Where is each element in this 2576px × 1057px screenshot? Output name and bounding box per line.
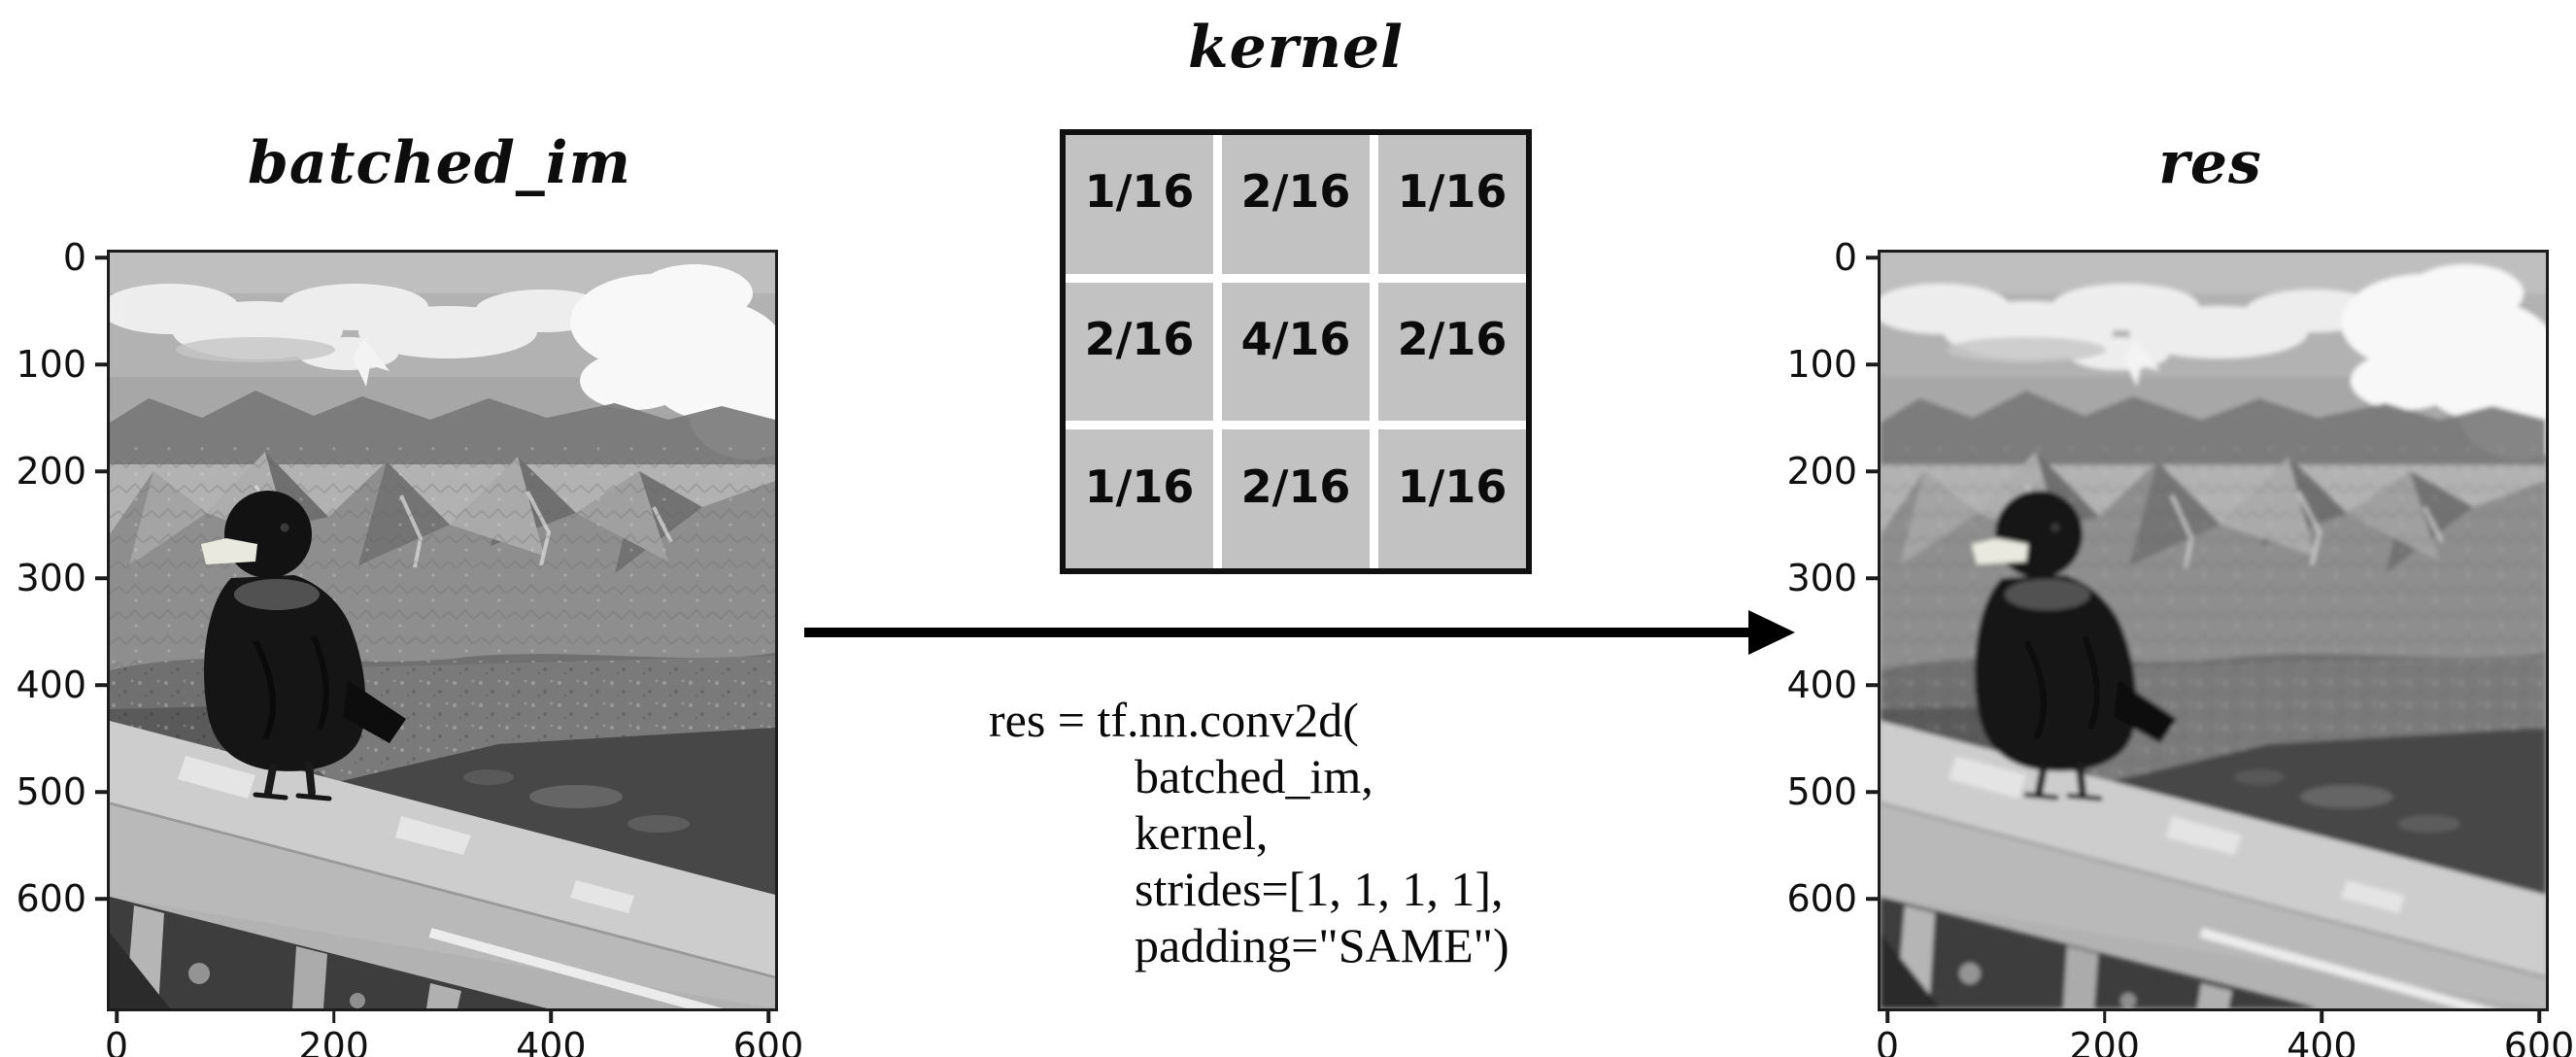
y-tick-label: 200 <box>1786 450 1857 493</box>
kernel-cell-value: 1/16 <box>1066 135 1213 274</box>
flow-arrow <box>804 609 1795 656</box>
y-tick-label: 400 <box>1786 664 1857 706</box>
left-figure-title: batched_im <box>247 129 632 197</box>
right-arrow-icon <box>804 610 1795 655</box>
right-figure-title: res <box>2158 129 2262 197</box>
x-tick-label: 200 <box>2069 1025 2140 1057</box>
code-line: strides=[1, 1, 1, 1], <box>1135 862 1504 916</box>
y-tick-label: 500 <box>16 770 86 813</box>
y-tick-label: 200 <box>16 450 86 493</box>
y-tick-label: 0 <box>62 236 86 279</box>
y-tick-mark <box>1866 683 1878 687</box>
conv2d-code-block: res = tf.nn.conv2d(batched_im,kernel,str… <box>989 692 1509 973</box>
right-plot: 0 100 200 300 400 500 600 0 200 400 600 <box>1786 236 2574 1057</box>
y-tick-mark <box>1866 790 1878 794</box>
code-line: batched_im, <box>1135 749 1373 803</box>
kernel-cell-value: 1/16 <box>1378 135 1526 274</box>
y-tick-mark <box>95 362 107 366</box>
y-tick-label: 300 <box>1786 557 1857 599</box>
y-tick-mark <box>1866 576 1878 580</box>
kernel-cell-value: 1/16 <box>1378 429 1526 568</box>
x-tick-label: 200 <box>298 1025 369 1057</box>
y-tick-mark <box>95 683 107 687</box>
x-tick-mark <box>2102 1011 2107 1023</box>
y-tick-mark <box>95 897 107 901</box>
y-tick-mark <box>95 790 107 794</box>
x-tick-mark <box>549 1011 554 1023</box>
y-tick-label: 100 <box>16 343 86 386</box>
y-tick-mark <box>1866 897 1878 901</box>
x-tick-mark <box>2320 1011 2324 1023</box>
x-tick-label: 0 <box>1875 1025 1900 1057</box>
left-plot: 0 100 200 300 400 500 600 0 200 400 600 <box>16 236 803 1057</box>
batched-im-photo <box>110 253 775 1008</box>
kernel-cell-value: 1/16 <box>1066 429 1213 568</box>
y-tick-label: 600 <box>16 877 86 920</box>
y-tick-label: 500 <box>1786 770 1857 813</box>
y-tick-mark <box>95 576 107 580</box>
x-tick-mark <box>331 1011 336 1023</box>
y-tick-mark <box>95 256 107 259</box>
x-tick-label: 600 <box>2503 1025 2575 1057</box>
x-tick-mark <box>2537 1011 2541 1023</box>
kernel-cell-value: 2/16 <box>1222 135 1370 274</box>
x-tick-label: 600 <box>732 1025 804 1057</box>
kernel-cell-value: 2/16 <box>1222 429 1370 568</box>
code-line: kernel, <box>1135 805 1269 860</box>
y-tick-mark <box>1866 469 1878 473</box>
y-tick-label: 0 <box>1833 236 1857 279</box>
y-tick-mark <box>95 469 107 473</box>
kernel-cell-value: 4/16 <box>1222 282 1370 422</box>
x-tick-mark <box>115 1011 119 1023</box>
x-tick-mark <box>766 1011 770 1023</box>
y-tick-mark <box>1866 362 1878 366</box>
x-tick-label: 400 <box>2287 1025 2357 1057</box>
y-tick-mark <box>1866 256 1878 259</box>
y-tick-label: 300 <box>16 557 86 599</box>
x-tick-label: 0 <box>104 1025 129 1057</box>
kernel-cell-value: 2/16 <box>1066 282 1213 422</box>
y-tick-label: 600 <box>1786 877 1857 920</box>
kernel-title: kernel <box>1188 14 1404 82</box>
code-line: padding="SAME") <box>1135 918 1509 972</box>
kernel-cell-value: 2/16 <box>1378 282 1526 422</box>
y-tick-label: 400 <box>16 664 86 706</box>
res-photo-blurred <box>1881 253 2546 1008</box>
code-line: res = tf.nn.conv2d( <box>989 693 1359 747</box>
y-tick-label: 100 <box>1786 343 1857 386</box>
x-tick-label: 400 <box>516 1025 587 1057</box>
x-tick-mark <box>1885 1011 1889 1023</box>
